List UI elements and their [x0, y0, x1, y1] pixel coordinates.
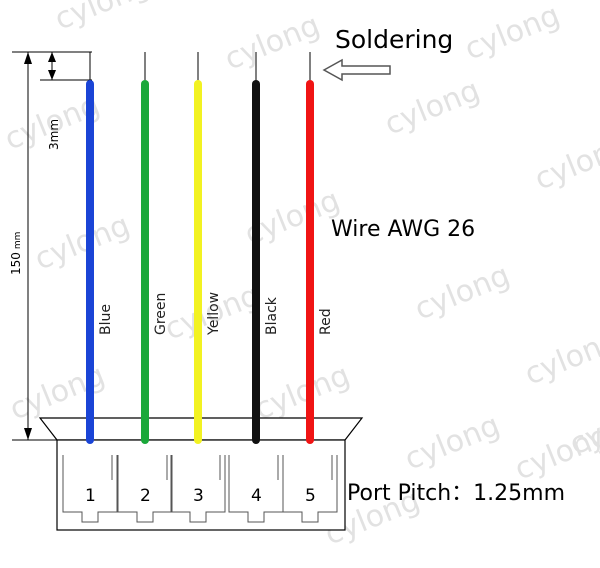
- length-dimension-label: 150mm: [9, 232, 23, 275]
- contact-slot-5: [282, 455, 338, 523]
- contact-slot-4: [228, 455, 284, 523]
- watermark-text: cylong: [410, 258, 515, 328]
- wire-label-red: Red: [318, 308, 334, 335]
- wire-label-blue: Blue: [98, 304, 114, 335]
- pin-number-3: 3: [193, 486, 204, 506]
- watermark-text: cylong: [380, 73, 485, 143]
- wire-spec-label: Wire AWG 26: [331, 217, 475, 242]
- contact-slot-2: [117, 455, 173, 523]
- watermark-text: cylong: [220, 8, 325, 78]
- housing-contacts: [62, 455, 338, 523]
- watermark-text: cylong: [5, 358, 110, 428]
- pin-number-1: 1: [85, 486, 96, 506]
- pin-number-4: 4: [251, 486, 262, 506]
- port-pitch-label: Port Pitch：1.25mm: [347, 481, 565, 506]
- wire-tips: [89, 52, 311, 82]
- wire-labels: Blue Green Yellow Black Red: [98, 292, 334, 336]
- pin-numbers: 1 2 3 4 5: [85, 486, 316, 506]
- dimension-arrows: [24, 52, 56, 440]
- soldering-arrow-icon: [322, 58, 391, 82]
- watermark-text: cylong: [530, 128, 600, 198]
- watermark-text: cylong: [400, 408, 505, 478]
- contact-slot-3: [170, 455, 226, 523]
- strip-dimension-label: 3mm: [47, 119, 61, 150]
- wire-label-green: Green: [153, 293, 169, 335]
- contact-slot-1: [62, 455, 118, 523]
- wires: [86, 80, 314, 444]
- watermark-text: cylong: [460, 0, 565, 67]
- wire-label-black: Black: [264, 296, 280, 335]
- pin-number-2: 2: [140, 486, 151, 506]
- watermark-text: cylong: [520, 323, 600, 393]
- watermark-text: cylong: [250, 358, 355, 428]
- watermark-text: cylong: [30, 208, 135, 278]
- pin-number-5: 5: [305, 486, 316, 506]
- wire-label-yellow: Yellow: [206, 292, 222, 336]
- soldering-title: Soldering: [335, 25, 453, 54]
- watermark-text: cylong: [50, 0, 155, 37]
